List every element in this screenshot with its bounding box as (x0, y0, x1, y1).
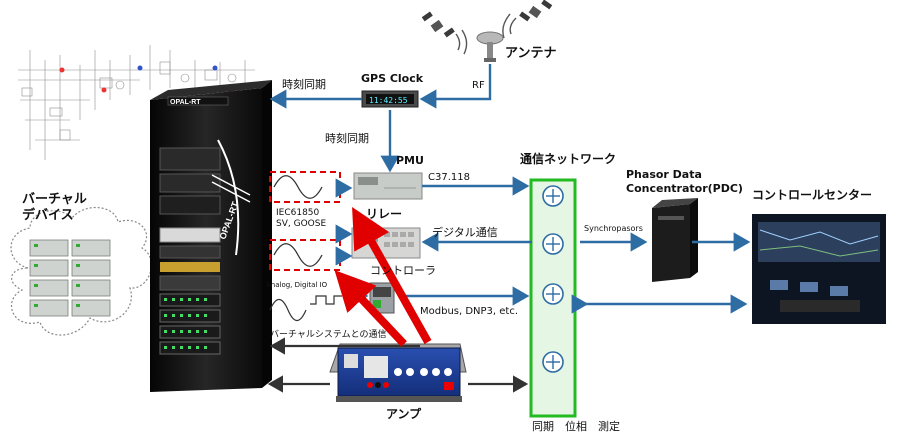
opal-rt-rack (150, 80, 272, 392)
control-center-label: コントロールセンター (752, 188, 873, 202)
controller-label: コントローラ (370, 264, 436, 277)
blue-arrows (269, 64, 751, 306)
pmu-label: PMU (396, 154, 424, 167)
iec-label: IEC61850 SV, GOOSE (276, 208, 327, 229)
antenna-label: アンテナ (505, 46, 557, 61)
virtual-device-panels (29, 239, 111, 317)
synchrophasors-label: Synchropasors (584, 224, 643, 233)
virtual-device-label: バーチャル デバイス (22, 192, 87, 223)
rack-leds (164, 298, 207, 349)
modbus-label: Modbus, DNP3, etc. (420, 306, 519, 317)
pmu-device (353, 172, 423, 200)
antenna-icon (476, 31, 504, 62)
analog-digital-waveforms (269, 295, 342, 322)
rack-brand-top: OPAL-RT (170, 99, 201, 106)
control-center-image (752, 214, 886, 324)
relay-label: リレー (366, 207, 403, 221)
sync-phase-measure-label: 同期 位相 測定 (532, 420, 620, 433)
network-label: 通信ネットワーク (520, 152, 617, 166)
virtual-system-comm-label: バーチャルシステムとの通信 (270, 330, 387, 340)
red-arrows (334, 207, 432, 347)
virtual-device-leds (34, 244, 80, 307)
gps-display: 11:42:55 (369, 96, 408, 105)
rf-label: RF (472, 80, 485, 91)
satellite-right-icon (519, 0, 553, 22)
c37-label: C37.118 (428, 172, 470, 183)
pdc-server (652, 198, 698, 282)
network-switch-crosses (546, 189, 560, 369)
time-sync-label-1: 時刻同期 (282, 78, 326, 91)
satellite-left-icon (421, 11, 455, 38)
dark-arrows (267, 337, 529, 393)
analog-digital-io-label: Analog, Digital IO (266, 281, 328, 289)
digital-comm-label: デジタル通信 (432, 226, 498, 239)
amp-label: アンプ (386, 407, 422, 421)
gps-clock-label: GPS Clock (361, 72, 424, 85)
pdc-label: Phasor Data Concentrator(PDC) (626, 168, 743, 195)
time-sync-label-2: 時刻同期 (325, 132, 369, 145)
signal-waves (455, 13, 517, 55)
amplifier-device (329, 343, 467, 402)
